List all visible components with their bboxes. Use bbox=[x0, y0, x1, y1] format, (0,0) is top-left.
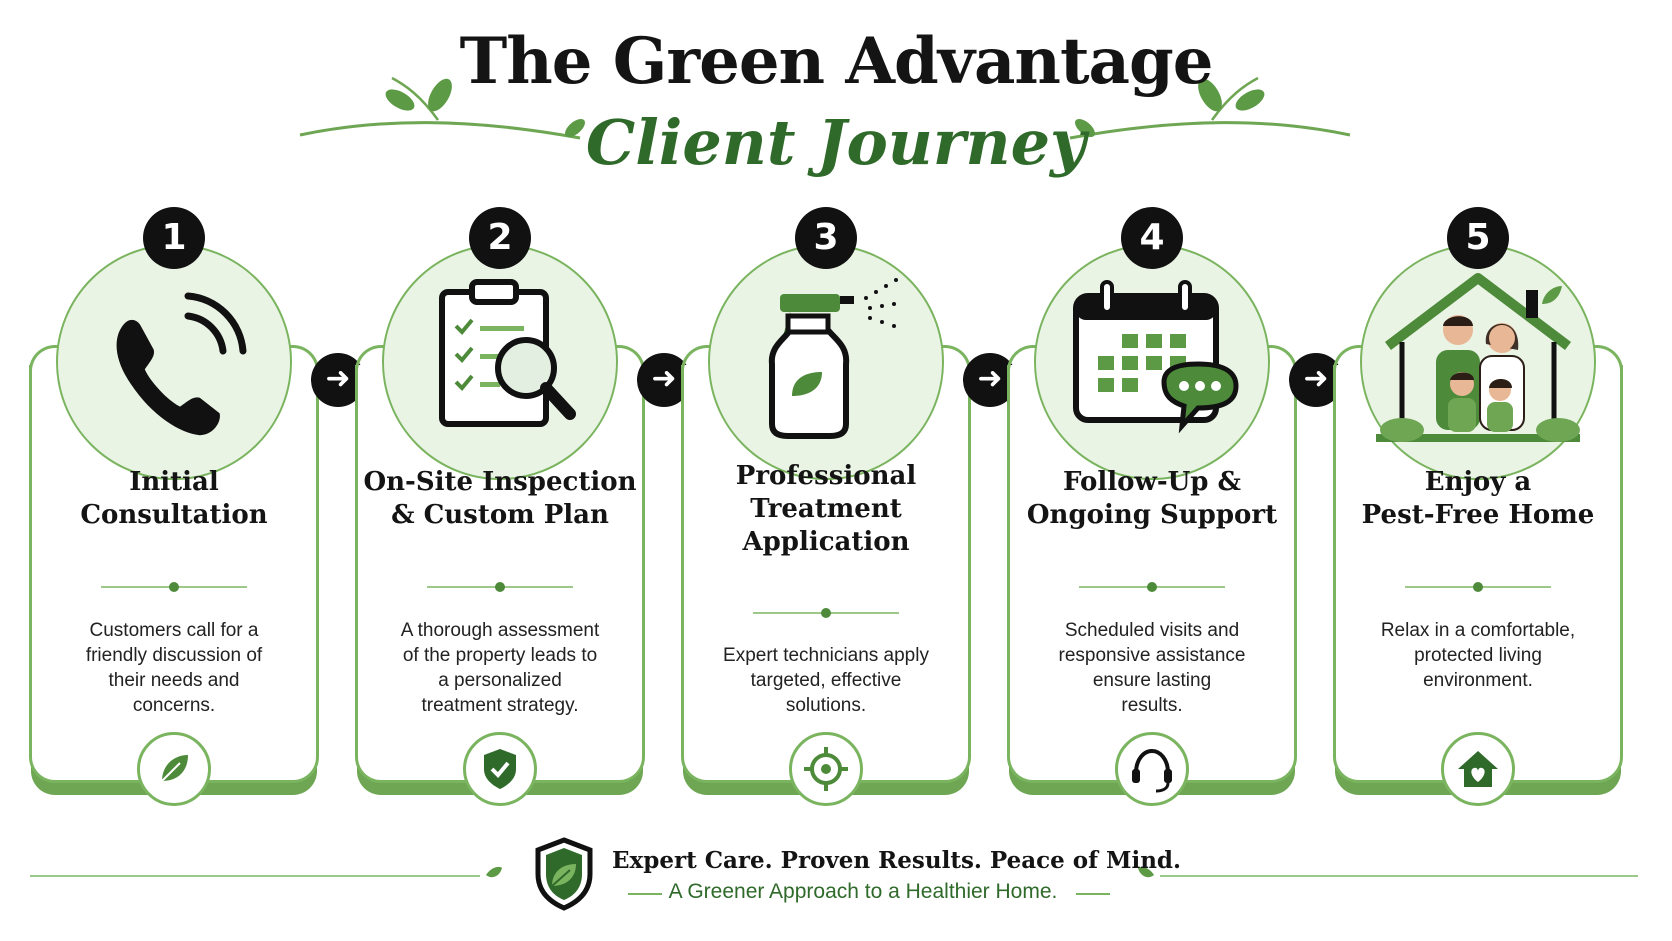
step-2-title: On-Site Inspection & Custom Plan bbox=[355, 466, 645, 532]
step-2-description: A thorough assessment of the property le… bbox=[375, 618, 625, 718]
step-2-description-line: A thorough assessment bbox=[400, 620, 600, 641]
step-3-title-line: Application bbox=[742, 527, 910, 557]
step-5-mini-badge bbox=[1441, 732, 1515, 806]
footer-subtag-rule-left bbox=[628, 893, 662, 895]
family-house-icon bbox=[1376, 273, 1580, 442]
footer-rule-right bbox=[1160, 875, 1638, 877]
step-3-mini-badge bbox=[789, 732, 863, 806]
step-3-icon-circle bbox=[708, 244, 944, 480]
step-4-mini-badge bbox=[1115, 732, 1189, 806]
step-4-description-line: Scheduled visits and bbox=[1064, 620, 1240, 641]
step-1-title-line: Consultation bbox=[80, 500, 268, 530]
home-heart-icon bbox=[1458, 751, 1498, 787]
footer-leaf-left-icon bbox=[486, 866, 502, 878]
step-4-description-line: results. bbox=[1121, 695, 1183, 716]
step-2-description-line: a personalized bbox=[438, 670, 562, 691]
page-title: The Green Advantage bbox=[459, 24, 1214, 99]
leaf-icon bbox=[161, 755, 188, 782]
shield-leaf-icon bbox=[535, 837, 593, 911]
step-3-title: Professional Treatment Application bbox=[681, 460, 971, 559]
spray-bottle-icon bbox=[768, 278, 898, 439]
step-3-description: Expert technicians apply targeted, effec… bbox=[701, 643, 951, 718]
step-5-title-line: Pest-Free Home bbox=[1361, 500, 1595, 530]
step-1-description-line: their needs and bbox=[108, 670, 240, 691]
headset-icon bbox=[1132, 748, 1172, 793]
step-2-title-line: & Custom Plan bbox=[391, 500, 609, 530]
step-5-description: Relax in a comfortable, protected living… bbox=[1353, 618, 1603, 693]
footer-subtag-rule-right bbox=[1076, 893, 1110, 895]
vine-decoration bbox=[299, 76, 1351, 140]
step-3-number-badge: 3 bbox=[795, 207, 857, 269]
step-2-title-line: On-Site Inspection bbox=[363, 467, 637, 497]
step-4-number-badge: 4 bbox=[1121, 207, 1183, 269]
step-5-description-line: environment. bbox=[1423, 670, 1533, 691]
shield-check-icon bbox=[484, 749, 516, 789]
step-2-description-line: treatment strategy. bbox=[421, 695, 579, 716]
step-3-description-line: Expert technicians apply bbox=[723, 645, 929, 666]
step-5-title: Enjoy a Pest-Free Home bbox=[1333, 466, 1623, 532]
step-4-icon-circle bbox=[1034, 244, 1270, 480]
step-1-number-badge: 1 bbox=[143, 207, 205, 269]
step-3-description-line: targeted, effective bbox=[750, 670, 902, 691]
step-1-title-line: Initial bbox=[129, 467, 219, 497]
step-1-divider-dot bbox=[169, 582, 179, 592]
step-4-title: Follow-Up & Ongoing Support bbox=[1007, 466, 1297, 532]
step-4-description: Scheduled visits and responsive assistan… bbox=[1027, 618, 1277, 718]
footer-subtagline: A Greener Approach to a Healthier Home. bbox=[668, 880, 1058, 903]
step-4-title-line: Follow-Up & bbox=[1062, 467, 1242, 497]
step-4-divider-dot bbox=[1147, 582, 1157, 592]
step-5-description-line: Relax in a comfortable, bbox=[1380, 620, 1576, 641]
step-2-number-badge: 2 bbox=[469, 207, 531, 269]
step-2-mini-badge bbox=[463, 732, 537, 806]
step-5-number-badge: 5 bbox=[1447, 207, 1509, 269]
step-5-icon-circle bbox=[1360, 244, 1596, 480]
step-1-description: Customers call for a friendly discussion… bbox=[49, 618, 299, 718]
step-1-description-line: concerns. bbox=[132, 695, 216, 716]
footer-leaf-right-icon bbox=[1138, 866, 1154, 878]
step-3-title-line: Professional bbox=[735, 461, 917, 491]
footer-rule-left bbox=[30, 875, 480, 877]
target-icon bbox=[804, 747, 848, 791]
phone-icon bbox=[116, 292, 247, 436]
step-3-description-line: solutions. bbox=[785, 695, 867, 716]
step-3-divider-dot bbox=[821, 608, 831, 618]
step-2-icon-circle bbox=[382, 244, 618, 480]
step-5-divider-dot bbox=[1473, 582, 1483, 592]
step-2-divider-dot bbox=[495, 582, 505, 592]
step-4-description-line: ensure lasting bbox=[1092, 670, 1212, 691]
calendar-chat-icon bbox=[1073, 280, 1239, 434]
footer-tagline: Expert Care. Proven Results. Peace of Mi… bbox=[612, 847, 1182, 874]
step-3-title-line: Treatment bbox=[750, 494, 902, 524]
step-1-description-line: friendly discussion of bbox=[85, 645, 263, 666]
step-1-description-line: Customers call for a bbox=[89, 620, 259, 641]
step-4-title-line: Ongoing Support bbox=[1026, 500, 1278, 530]
step-5-description-line: protected living bbox=[1414, 645, 1542, 666]
step-1-mini-badge bbox=[137, 732, 211, 806]
step-1-icon-circle bbox=[56, 244, 292, 480]
step-4-description-line: responsive assistance bbox=[1058, 645, 1246, 666]
clipboard-magnifier-icon bbox=[439, 279, 576, 427]
step-2-description-line: of the property leads to bbox=[402, 645, 598, 666]
page-subtitle: Client Journey bbox=[585, 106, 1087, 179]
step-1-title: Initial Consultation bbox=[29, 466, 319, 532]
step-5-title-line: Enjoy a bbox=[1424, 467, 1532, 497]
